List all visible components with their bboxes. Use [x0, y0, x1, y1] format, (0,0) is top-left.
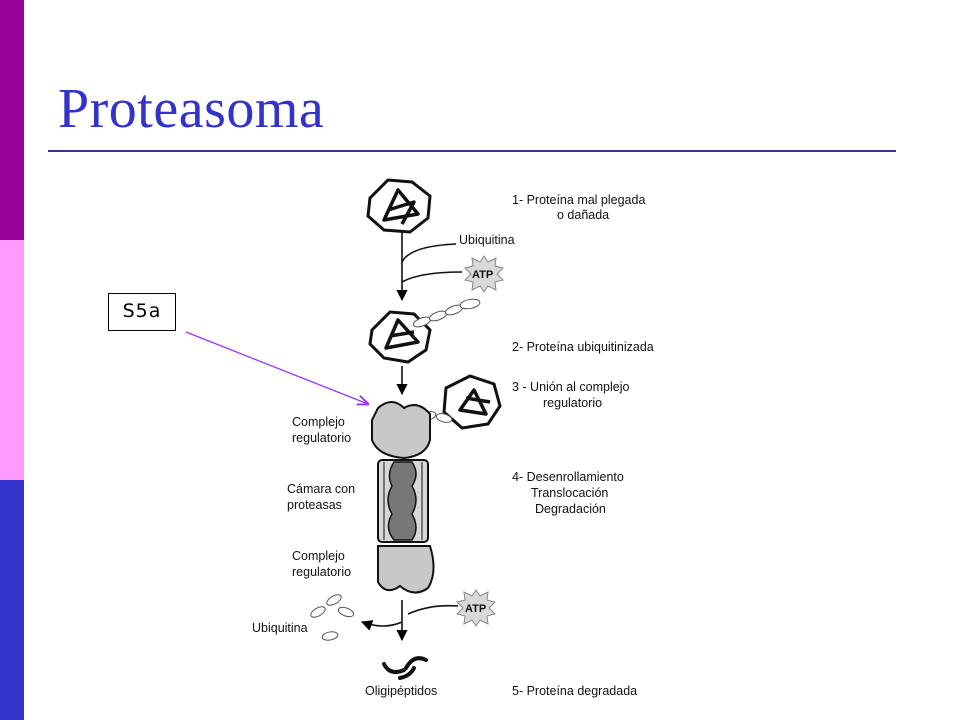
atp-label-top: ATP	[472, 269, 493, 281]
protease-chamber	[377, 459, 429, 543]
step5-label: 5- Proteína degradada	[512, 684, 637, 698]
regulatory-complex-top	[371, 401, 431, 460]
ubiquitin-release-arrow	[360, 620, 403, 631]
misfolded-protein-icon	[366, 178, 432, 234]
atp-starburst-top-icon	[464, 255, 504, 293]
accent-bar-middle	[0, 240, 24, 480]
ubiquitin-label-bottom: Ubiquitina	[252, 621, 308, 635]
step3-label-line1: 3 - Unión al complejo	[512, 380, 629, 394]
atp-entry-line-bottom	[407, 604, 459, 615]
regulatory-complex-top-label-line2: regulatorio	[292, 431, 351, 445]
step4-label-line3: Degradación	[535, 502, 606, 516]
atp-entry-line-top	[401, 271, 463, 283]
callout-arrow	[185, 331, 368, 404]
title-underline	[48, 150, 896, 152]
regulatory-complex-bottom-label-line1: Complejo	[292, 549, 345, 563]
s5a-callout: S5a	[108, 293, 176, 331]
step2-label: 2- Proteína ubiquitinizada	[512, 340, 654, 354]
slide-title: Proteasoma	[58, 78, 325, 140]
oligopeptides-label: Oligipéptidos	[365, 684, 437, 698]
accent-bar-bottom	[0, 480, 24, 720]
regulatory-complex-top-label-line1: Complejo	[292, 415, 345, 429]
regulatory-complex-bottom-label-line2: regulatorio	[292, 565, 351, 579]
accent-bar-top	[0, 0, 24, 240]
atp-label-bottom: ATP	[465, 603, 486, 615]
step1-label-line2: o dañada	[557, 208, 609, 222]
oligopeptides-icon	[382, 656, 428, 680]
step4-label-line1: 4- Desenrollamiento	[512, 470, 624, 484]
step1-label-line1: 1- Proteína mal plegada	[512, 193, 645, 207]
free-ubiquitin-icon	[310, 594, 355, 641]
step4-label-line2: Translocación	[531, 486, 608, 500]
ubiquitin-label-top: Ubiquitina	[459, 233, 515, 247]
ubiquitin-entry-line	[401, 243, 457, 263]
diagram-panel	[240, 176, 680, 716]
atp-starburst-bottom-icon	[456, 589, 496, 627]
ubiquitinated-protein-icon	[368, 298, 481, 364]
chamber-label-line2: proteasas	[287, 498, 342, 512]
step3-label-line2: regulatorio	[543, 396, 602, 410]
chamber-label-line1: Cámara con	[287, 482, 355, 496]
regulatory-complex-bottom	[377, 545, 435, 594]
